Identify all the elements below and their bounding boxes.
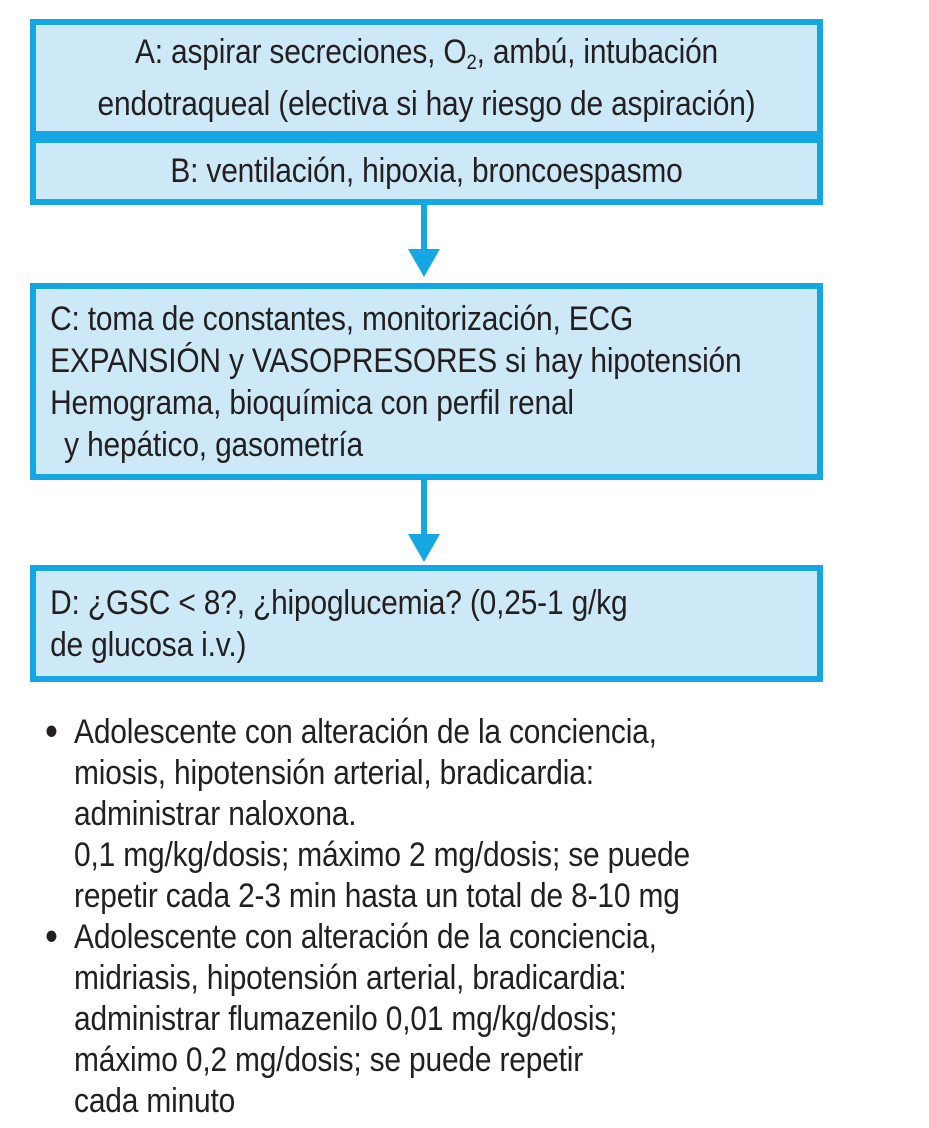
- box-c-text: C: toma de constantes, monitorización, E…: [36, 298, 742, 466]
- flowchart-box-b-breathing: B: ventilación, hipoxia, broncoespasmo: [30, 137, 823, 205]
- box-c-line-1: C: toma de constantes, monitorización, E…: [50, 299, 634, 338]
- list-item-naloxona: • Adolescente con alteración de la conci…: [45, 707, 802, 917]
- bullet2-line-4: máximo 0,2 mg/dosis; se puede repetir: [74, 1041, 584, 1079]
- oxygen-subscript: 2: [466, 50, 477, 74]
- box-a-line-2: endotraqueal (electiva si hay riesgo de …: [97, 85, 756, 124]
- bullet2-line-2: midriasis, hipotensión arterial, bradica…: [74, 959, 627, 997]
- down-arrow-icon: [408, 205, 440, 277]
- bullet1-line-1: Adolescente con alteración de la concien…: [74, 713, 657, 751]
- flowchart-box-d-disability: D: ¿GSC < 8?, ¿hipoglucemia? (0,25-1 g/k…: [30, 565, 823, 682]
- box-a-line-1: A: aspirar secreciones, O2, ambú, intuba…: [83, 31, 770, 84]
- treatment-notes-list: • Adolescente con alteración de la conci…: [45, 707, 802, 1122]
- down-arrow-icon: [408, 480, 440, 562]
- list-item-flumazenilo: • Adolescente con alteración de la conci…: [45, 912, 802, 1122]
- bullet2-line-3: administrar flumazenilo 0,01 mg/kg/dosis…: [74, 1000, 618, 1038]
- flowchart-box-c-circulation: C: toma de constantes, monitorización, E…: [30, 283, 823, 480]
- box-b-line-1: B: ventilación, hipoxia, broncoespasmo: [170, 152, 683, 190]
- box-d-line-2: de glucosa i.v.): [50, 625, 247, 664]
- bullet2-line-5: cada minuto: [74, 1082, 236, 1120]
- box-c-line-2: EXPANSIÓN y VASOPRESORES si hay hipotens…: [50, 341, 742, 380]
- bullet2-line-1: Adolescente con alteración de la concien…: [74, 918, 657, 956]
- box-d-line-1: D: ¿GSC < 8?, ¿hipoglucemia? (0,25-1 g/k…: [50, 583, 628, 622]
- bullet1-line-3: administrar naloxona.: [74, 795, 357, 833]
- box-b-text: B: ventilación, hipoxia, broncoespasmo: [83, 150, 770, 192]
- bullet-icon: •: [45, 912, 58, 959]
- bullet-icon: •: [45, 707, 58, 754]
- box-c-line-3: Hemograma, bioquímica con perfil renal: [50, 383, 574, 422]
- bullet1-line-4: 0,1 mg/kg/dosis; máximo 2 mg/dosis; se p…: [74, 836, 690, 874]
- box-a-line-1-post: , ambú, intubación: [476, 32, 719, 71]
- bullet1-line-2: miosis, hipotensión arterial, bradicardi…: [74, 754, 594, 792]
- box-c-line-4: y hepático, gasometría: [64, 425, 363, 464]
- box-a-line-1-pre: A: aspirar secreciones, O: [135, 32, 467, 71]
- box-d-text: D: ¿GSC < 8?, ¿hipoglucemia? (0,25-1 g/k…: [36, 582, 737, 666]
- bullet1-line-5: repetir cada 2-3 min hasta un total de 8…: [74, 877, 680, 915]
- flowchart-box-a-airway: A: aspirar secreciones, O2, ambú, intuba…: [30, 19, 823, 137]
- box-a-text: A: aspirar secreciones, O2, ambú, intuba…: [83, 31, 770, 126]
